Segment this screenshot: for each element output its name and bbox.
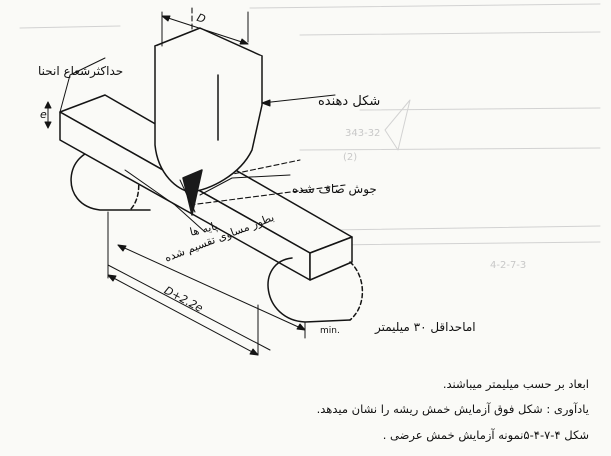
label-dim-e: e [40, 108, 47, 121]
bleed-text-2: (2) [343, 152, 358, 163]
bleed-text-3: 4-2-7-3 [490, 260, 527, 271]
bleed-through-lines [19, 3, 601, 246]
span-dimensions [107, 211, 306, 356]
dimension-e [44, 101, 52, 129]
figure-caption: شکل ۴-۷-۴-۵نمونه آزمایش خمش عرضی . [382, 428, 589, 442]
label-max-bend-radius: حداکثرشعاع انحنا [38, 64, 124, 78]
note-units: ابعاد بر حسب میلیمتر میباشند. [442, 377, 589, 391]
label-min-abbrev: min. [320, 326, 340, 336]
former [154, 11, 263, 193]
leader-weld [199, 174, 291, 196]
label-min-30mm: اماحداقل ۳۰ میلیمتر [375, 320, 476, 334]
label-weld-ground-flush: جوش صاف شده [292, 182, 377, 196]
label-former: شکل دهنده [318, 94, 381, 109]
leader-bend-radius [59, 57, 106, 113]
bleed-text-1: 343-32 [345, 128, 381, 139]
leader-former [261, 94, 336, 104]
right-support-roller [267, 257, 364, 323]
leader-lines [59, 57, 336, 233]
note-reminder: یادآوری : شکل فوق آزمایش خمش ریشه را نشا… [316, 402, 589, 416]
bar-end-face [309, 236, 353, 281]
leader-supports [124, 169, 206, 233]
weld-hatching [179, 179, 196, 213]
dimension-D [161, 15, 249, 45]
